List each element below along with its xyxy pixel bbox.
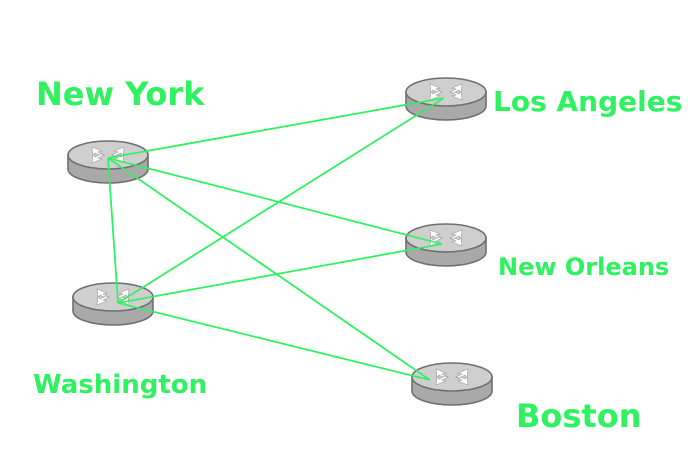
- links-overlay: [107, 97, 445, 381]
- link-new-york-los-angeles-overlay: [107, 97, 445, 159]
- link-new-york-boston-overlay: [107, 157, 431, 381]
- router-new-orleans: [405, 223, 487, 267]
- link-new-york-new-orleans-overlay: [107, 157, 443, 245]
- router-icon: [405, 223, 487, 267]
- label-new-orleans: New Orleans: [498, 253, 670, 281]
- label-washington: Washington: [33, 370, 208, 400]
- label-los-angeles: Los Angeles: [493, 85, 683, 118]
- router-boston: [411, 362, 493, 406]
- router-icon: [411, 362, 493, 406]
- link-washington-new-orleans-overlay: [117, 243, 443, 304]
- links-layer: [107, 97, 445, 381]
- label-new-york: New York: [36, 75, 205, 113]
- link-washington-boston-overlay: [117, 302, 431, 381]
- link-new-york-washington-overlay: [107, 157, 119, 304]
- link-washington-los-angeles-overlay: [117, 97, 445, 304]
- label-boston: Boston: [516, 397, 642, 435]
